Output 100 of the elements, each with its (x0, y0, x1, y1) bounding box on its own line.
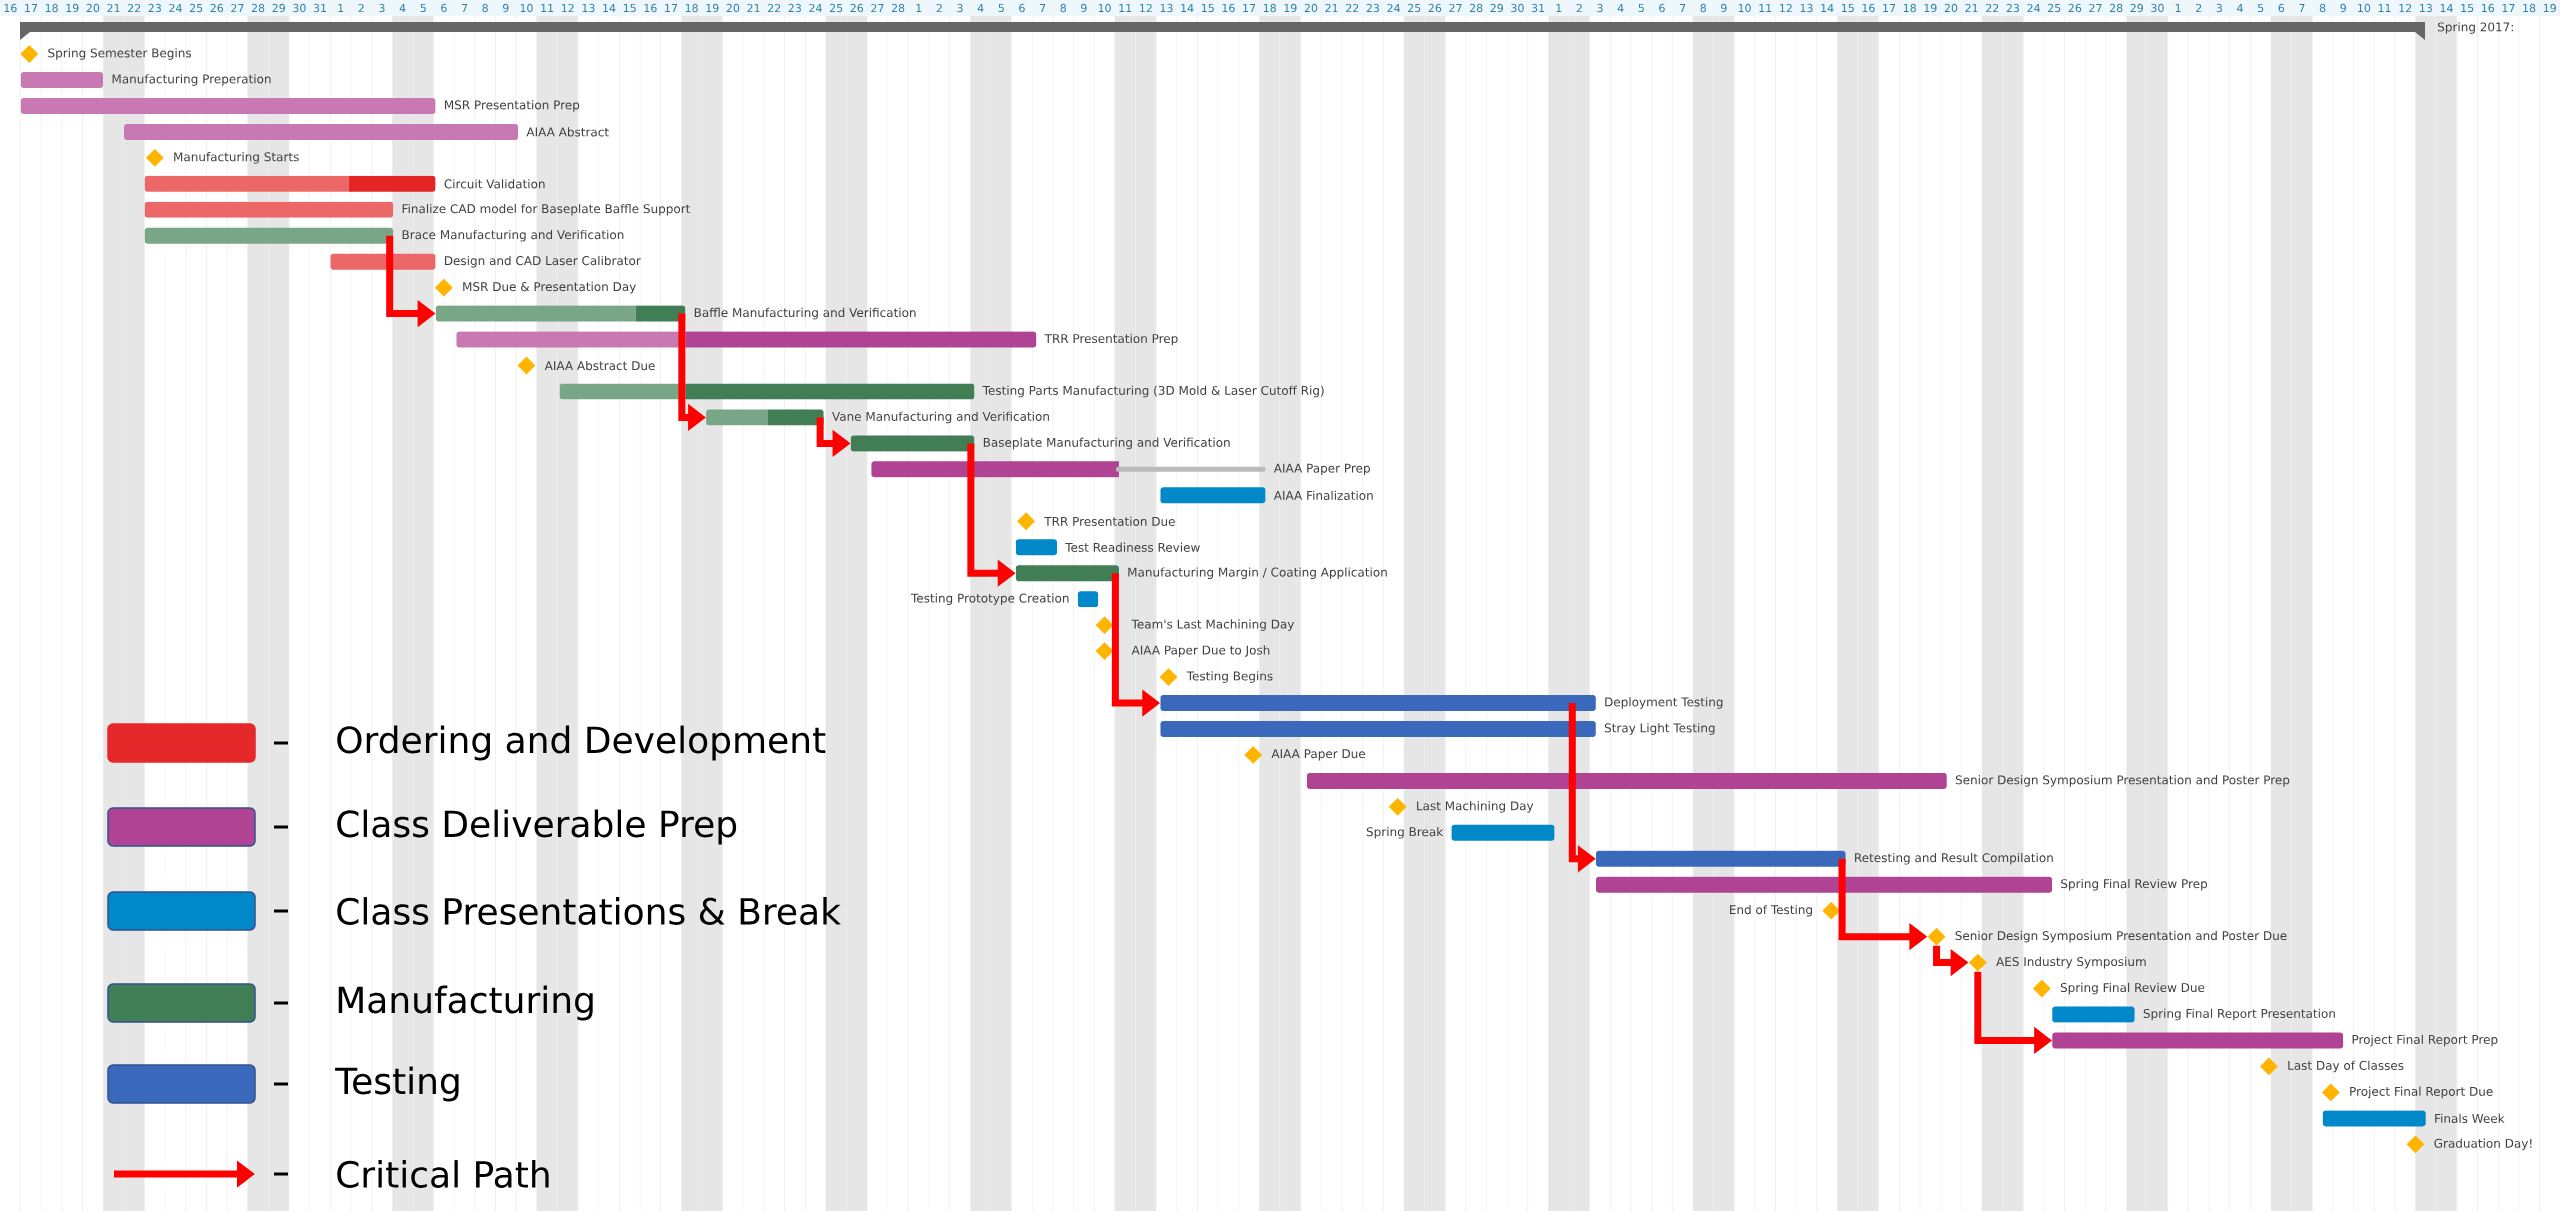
task-label: Spring Final Review Prep (2061, 878, 2208, 891)
day-number: 13 (2420, 3, 2432, 13)
day-number: 17 (25, 4, 37, 12)
task-label: Manufacturing Preperation (112, 74, 271, 86)
task-label: Design and CAD Laser Calibrator (445, 255, 641, 268)
task-label: End of Testing (1730, 904, 1812, 917)
day-number: 7 (1040, 4, 1046, 12)
day-number: 22 (1346, 3, 1359, 13)
day-number: 10 (1098, 3, 1111, 13)
task-label: TRR Presentation Due (1044, 516, 1175, 526)
task-label: Last Machining Day (1417, 801, 1534, 813)
task-label: AIAA Paper Due (1271, 749, 1366, 761)
day-number: 27 (1449, 3, 1462, 13)
day-number: 12 (1780, 3, 1792, 13)
day-number: 17 (1883, 4, 1896, 12)
day-number: 4 (1617, 4, 1624, 12)
day-number: 15 (1201, 3, 1214, 13)
day-number: 27 (231, 3, 244, 13)
task-label: Project Final Report Prep (2352, 1034, 2498, 1047)
day-number: 7 (2299, 4, 2305, 12)
day-number: 20 (726, 3, 740, 13)
task-label: Testing Parts Manufacturing (3D Mold & Laser Cutoff Rig) (982, 385, 1324, 398)
day-number: 22 (128, 3, 141, 13)
task-label: AIAA Abstract Due (544, 360, 655, 371)
task-label: Project Final Report Due (2350, 1086, 2493, 1099)
legend-label: Ordering and Development (337, 725, 826, 761)
legend-label: Critical Path (337, 1160, 549, 1188)
task-label: AIAA Paper Due to Josh (1131, 645, 1270, 657)
day-number: 5 (998, 3, 1004, 13)
day-number: 5 (2258, 3, 2264, 13)
day-number: 10 (520, 3, 533, 13)
day-number: 21 (107, 3, 120, 13)
day-number: 23 (2006, 3, 2020, 13)
task-label: AIAA Paper Prep (1273, 463, 1370, 475)
task-label: Graduation Day! (2434, 1138, 2532, 1151)
day-number: 14 (603, 4, 616, 12)
task-label: Finals Week (2435, 1113, 2505, 1123)
task-label: AIAA Finalization (1273, 490, 1373, 500)
task-label: Baseplate Manufacturing and Verification (983, 437, 1230, 450)
day-number: 7 (1680, 4, 1686, 12)
task-label: Team's Last Machining Day (1131, 619, 1295, 631)
task-label: Testing Begins (1186, 671, 1273, 683)
day-number: 27 (871, 3, 884, 13)
day-number: 10 (1738, 3, 1751, 13)
day-number: 4 (399, 4, 406, 12)
day-number: 12 (2399, 3, 2412, 13)
task-label: Last Day of Classes (2288, 1060, 2404, 1073)
day-number: 16 (1862, 3, 1875, 13)
day-number: 21 (747, 3, 760, 13)
day-number: 10 (2358, 3, 2371, 13)
task-label: Stray Light Testing (1604, 723, 1715, 735)
day-number: 11 (541, 4, 554, 12)
task-label: MSR Due & Presentation Day (463, 281, 636, 294)
day-number: 1 (916, 4, 922, 12)
task-label: Spring Break (1366, 827, 1444, 839)
day-number: 5 (1638, 3, 1644, 13)
day-number: 6 (441, 3, 447, 13)
day-number: 9 (503, 3, 509, 13)
day-number: 2 (936, 3, 942, 13)
day-number: 23 (788, 3, 801, 13)
day-number: 14 (1821, 4, 1834, 12)
day-number: 9 (1081, 3, 1087, 13)
day-number: 12 (561, 3, 574, 13)
task-label: MSR Presentation Prep (445, 100, 580, 112)
task-label: Manufacturing Starts (174, 152, 299, 164)
day-number: 9 (2340, 3, 2346, 13)
task-label: AIAA Abstract (526, 127, 609, 137)
day-number: 20 (86, 3, 100, 13)
day-number: 24 (169, 3, 182, 13)
day-number: 23 (148, 3, 161, 13)
day-number: 29 (2130, 3, 2143, 13)
day-number: 12 (1140, 3, 1152, 13)
day-number: 17 (665, 4, 678, 12)
day-number: 1 (1556, 4, 1562, 12)
day-number: 16 (2481, 3, 2495, 13)
day-number: 11 (2378, 4, 2391, 12)
task-label: Spring Semester Begins (48, 48, 192, 60)
day-number: 19 (706, 3, 719, 13)
day-number: 22 (768, 3, 781, 13)
day-number: 24 (1387, 3, 1400, 13)
season-label: Spring 2017: (2438, 22, 2513, 34)
day-number: 3 (2216, 3, 2222, 13)
day-number: 5 (420, 3, 426, 13)
day-number: 1 (338, 4, 344, 12)
task-label: TRR Presentation Prep (1044, 333, 1178, 346)
day-number: 2 (358, 3, 364, 13)
task-label: Test Readiness Review (1065, 542, 1200, 552)
task-label: Finalize CAD model for Baseplate Baffle Support (402, 203, 691, 216)
legend-label: Class Deliverable Prep (337, 809, 737, 845)
day-number: 15 (1841, 3, 1854, 13)
task-label: Brace Manufacturing and Verification (402, 229, 624, 242)
task-label: Senior Design Symposium Presentation and Poster Prep (1955, 775, 2290, 787)
day-number: 16 (4, 3, 17, 13)
day-number: 1 (2175, 4, 2181, 12)
day-number: 23 (1366, 3, 1380, 13)
task-label: Vane Manufacturing and Verification (832, 411, 1049, 424)
task-label: Senior Design Symposium Presentation and Poster Due (1955, 930, 2287, 943)
day-number: 29 (1490, 3, 1503, 13)
day-number: 24 (2027, 3, 2040, 13)
day-number: 24 (809, 3, 822, 13)
